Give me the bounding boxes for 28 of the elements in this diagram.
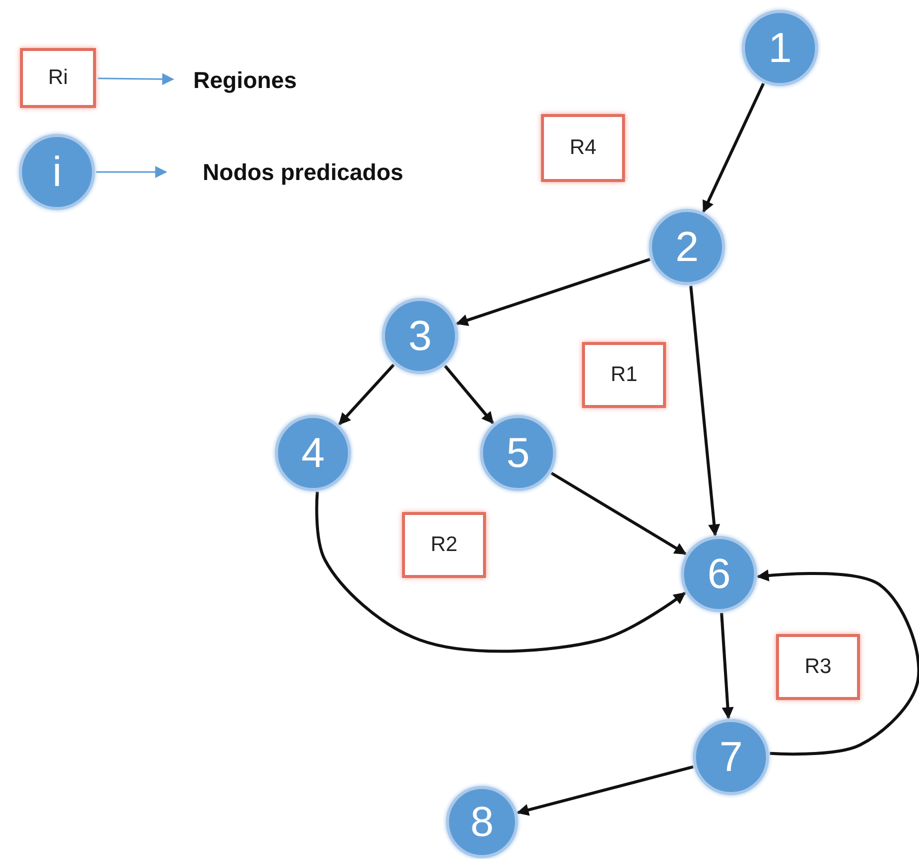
region-box: R2 — [402, 512, 486, 578]
node-circle: 2 — [649, 209, 725, 285]
arrow — [756, 570, 919, 756]
arrow — [456, 258, 650, 326]
node-circle: 6 — [681, 536, 757, 612]
arrow — [516, 765, 694, 816]
legend-text: Nodos predicados — [168, 157, 438, 187]
node-circle: 7 — [693, 719, 769, 795]
node-circle: 1 — [742, 10, 818, 86]
arrow — [550, 472, 687, 556]
arrow — [338, 364, 395, 426]
arrow — [315, 492, 686, 653]
arrow — [702, 82, 765, 213]
arrow — [96, 166, 168, 178]
node-circle: 8 — [446, 786, 518, 858]
region-box: R3 — [776, 634, 860, 700]
legend-text: Regiones — [175, 65, 315, 95]
arrow — [444, 364, 494, 424]
region-box: R4 — [541, 114, 625, 182]
node-circle: 3 — [382, 298, 458, 374]
region-box: Ri — [20, 48, 96, 108]
node-circle: 4 — [275, 415, 351, 491]
arrow — [720, 612, 734, 720]
node-circle: i — [19, 134, 95, 210]
region-box: R1 — [582, 342, 666, 408]
node-circle: 5 — [480, 415, 556, 491]
arrow — [98, 73, 174, 86]
arrow — [689, 286, 720, 536]
